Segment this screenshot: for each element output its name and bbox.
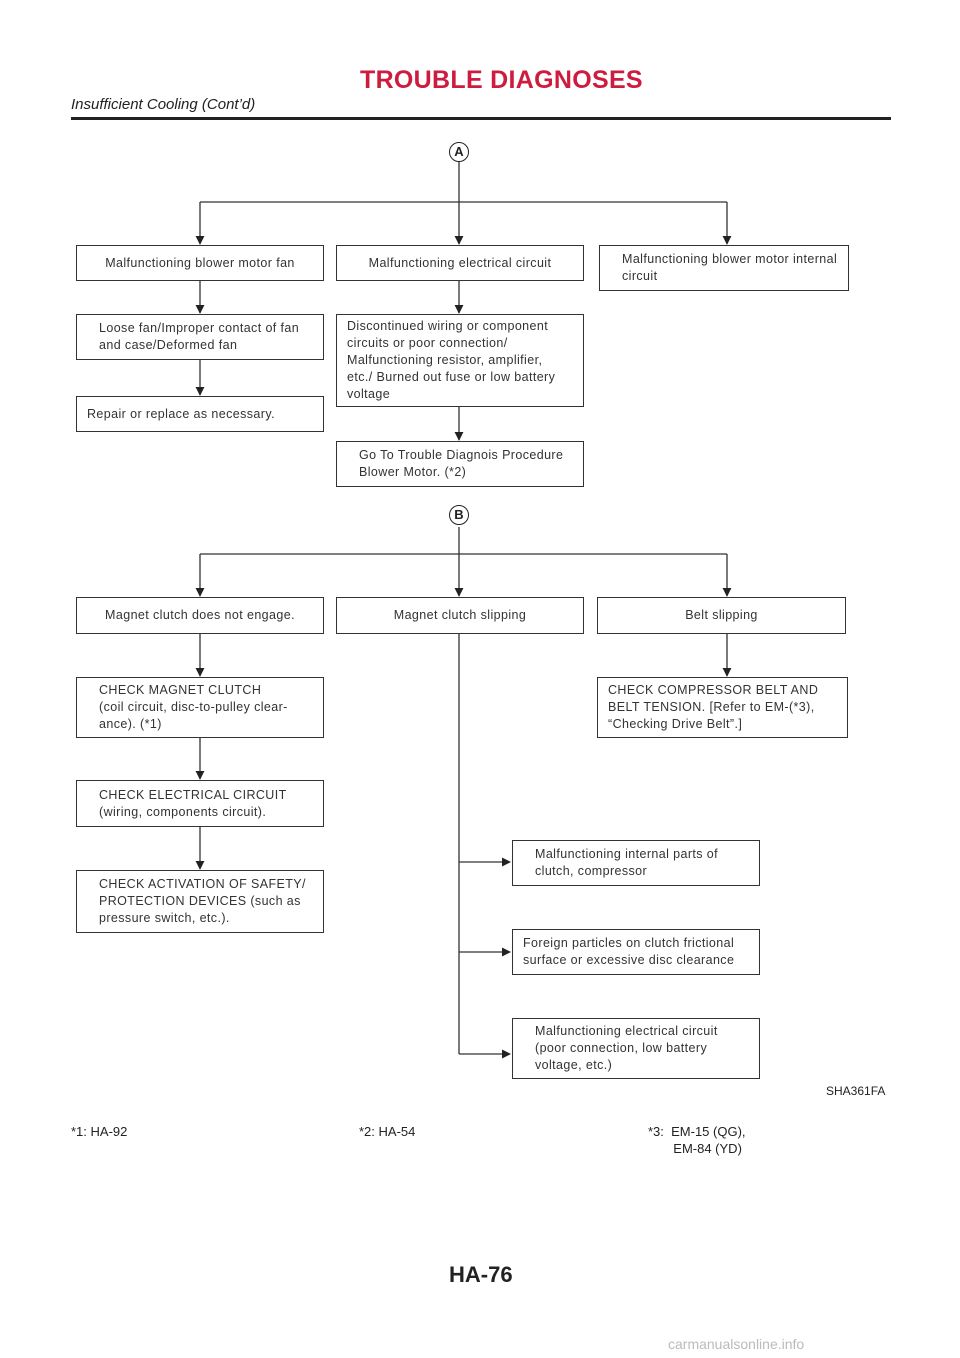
box-b-check-magnet-clutch: CHECK MAGNET CLUTCH (coil circuit, disc-… [76,677,324,738]
box-a-blower-motor-internal-circuit: Malfunctioning blower motor internal cir… [599,245,849,291]
box-a-malfunctioning-electrical-circuit: Malfunctioning electrical circuit [336,245,584,281]
page-subtitle: Insufficient Cooling (Cont’d) [71,96,256,113]
box-b-check-compressor-belt: CHECK COMPRESSOR BELT AND BELT TENSION. … [597,677,848,738]
box-a-malfunctioning-blower-motor-fan: Malfunctioning blower motor fan [76,245,324,281]
box-a-loose-fan: Loose fan/Improper contact of fan and ca… [76,314,324,360]
box-a-go-to-trouble-diagnosis: Go To Trouble Diagnois Procedure Blower … [336,441,584,487]
box-a-discontinued-wiring: Discontinued wiring or component circuit… [336,314,584,407]
connector-b-label: B [449,505,469,525]
footnote-3: *3: EM-15 (QG), EM-84 (YD) [648,1124,746,1156]
box-b-check-electrical-circuit: CHECK ELECTRICAL CIRCUIT (wiring, compon… [76,780,324,827]
footnote-1: *1: HA-92 [71,1124,128,1139]
box-b-malfunctioning-internal-parts: Malfunctioning internal parts of clutch,… [512,840,760,886]
connector-a-label: A [449,142,469,162]
box-b-foreign-particles: Foreign particles on clutch frictional s… [512,929,760,975]
page-number: HA-76 [449,1262,513,1287]
box-b-magnet-clutch-does-not-engage: Magnet clutch does not engage. [76,597,324,634]
watermark: carmanualsonline.info [668,1336,805,1352]
figure-code: SHA361FA [826,1084,886,1098]
box-a-repair-or-replace: Repair or replace as necessary. [76,396,324,432]
page-title: TROUBLE DIAGNOSES [360,66,643,94]
box-b-belt-slipping: Belt slipping [597,597,846,634]
header-rule [71,117,891,120]
box-b-magnet-clutch-slipping: Magnet clutch slipping [336,597,584,634]
box-b-check-activation-of-safety: CHECK ACTIVATION OF SAFETY/ PROTECTION D… [76,870,324,933]
box-b-malfunctioning-electrical-circuit: Malfunctioning electrical circuit (poor … [512,1018,760,1079]
footnote-2: *2: HA-54 [359,1124,416,1139]
